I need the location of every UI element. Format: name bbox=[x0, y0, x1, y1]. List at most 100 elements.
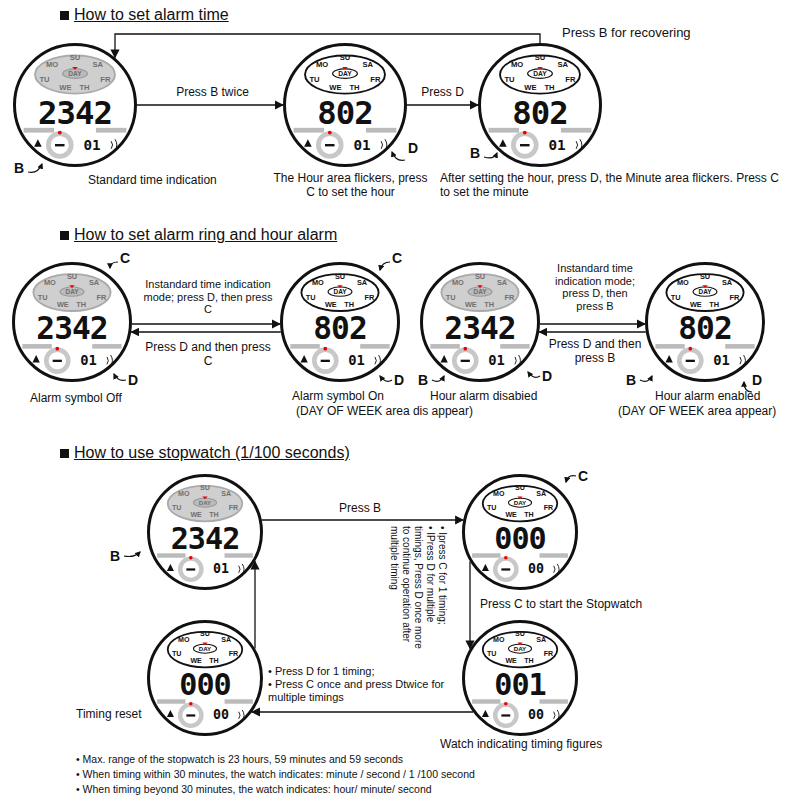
arrow-label: Press D bbox=[410, 86, 475, 100]
day-label: MO bbox=[44, 280, 56, 287]
day-label: SA bbox=[357, 280, 367, 287]
watch-face: MOSUSATUWETHFRDAY234201 bbox=[147, 474, 263, 590]
flow-arrow bbox=[469, 561, 470, 648]
small-digits: 01 bbox=[80, 354, 97, 368]
day-label: TU bbox=[306, 294, 316, 301]
time-digits: 802 bbox=[512, 96, 567, 128]
note-text: • IPress D for multiple timings, Press D… bbox=[388, 526, 436, 658]
day-label: TH bbox=[209, 512, 218, 519]
flow-arrow bbox=[254, 561, 255, 648]
button-letter: C bbox=[392, 250, 402, 266]
small-digits: 01 bbox=[213, 563, 229, 576]
day-label: WE bbox=[505, 658, 516, 665]
watch-face: MOSUSATUWETHFRDAY234201 bbox=[13, 43, 137, 167]
watch-face: MOSUSATUWETHFRDAY00000 bbox=[462, 474, 578, 590]
arrow-label: Instandard time indication mode; press D… bbox=[546, 262, 644, 313]
day-label: TU bbox=[487, 651, 496, 658]
day-label: MO bbox=[493, 637, 504, 644]
day-label: WE bbox=[59, 84, 71, 92]
day-label: FR bbox=[544, 505, 553, 512]
flow-arrow bbox=[131, 331, 281, 332]
bullet-note: • Press D for 1 timing;• Press C once an… bbox=[268, 665, 458, 705]
button-letter: D bbox=[394, 372, 404, 388]
day-label: SA bbox=[536, 637, 546, 644]
watch-face: MOSUSATUWETHFRDAY80201 bbox=[283, 43, 407, 167]
day-label: WE bbox=[505, 512, 516, 519]
watch-face: MOSUSATUWETHFRDAY234201 bbox=[12, 262, 132, 382]
day-label: WE bbox=[524, 84, 536, 92]
day-label: FR bbox=[229, 505, 238, 512]
button-letter: B bbox=[418, 372, 428, 388]
day-label: DAY bbox=[533, 70, 546, 77]
flow-arrow bbox=[539, 331, 646, 332]
section-heading: How to set alarm time bbox=[74, 6, 229, 24]
note-text: • Ipress C for 1 timing; bbox=[436, 526, 448, 658]
day-label: DAY bbox=[334, 288, 347, 294]
day-label: SU bbox=[200, 631, 210, 638]
day-label: SU bbox=[70, 55, 81, 63]
note-text: (DAY OF WEEK area appear) bbox=[618, 405, 776, 419]
watch-face: MOSUSATUWETHFRDAY80201 bbox=[478, 43, 602, 167]
time-digits: 2342 bbox=[444, 314, 515, 345]
day-label: TH bbox=[524, 658, 533, 665]
time-digits: 2342 bbox=[36, 314, 107, 345]
day-label: SU bbox=[515, 485, 525, 492]
day-label: FR bbox=[505, 294, 515, 301]
note-text: Standard time indication bbox=[88, 174, 217, 188]
day-label: TU bbox=[504, 76, 514, 84]
day-label: MO bbox=[178, 491, 189, 498]
watch-face: MOSUSATUWETHFRDAY234201 bbox=[420, 262, 540, 382]
watch-face: MOSUSATUWETHFRDAY00000 bbox=[147, 620, 263, 736]
flow-arrow bbox=[262, 519, 464, 520]
day-label: TH bbox=[544, 84, 554, 92]
day-label: SA bbox=[221, 637, 231, 644]
day-label: DAY bbox=[338, 70, 351, 77]
day-label: TH bbox=[524, 512, 533, 519]
day-label: SA bbox=[89, 280, 99, 287]
note-text: Hour alarm disabied bbox=[430, 390, 537, 404]
day-label: SA bbox=[536, 491, 546, 498]
day-label: MO bbox=[493, 491, 504, 498]
small-digits: 01 bbox=[348, 354, 365, 368]
day-label: SA bbox=[722, 280, 732, 287]
day-label: DAY bbox=[474, 288, 487, 294]
day-label: MO bbox=[452, 280, 464, 287]
arrow-label: Press B for recovering bbox=[560, 26, 693, 41]
day-label: WE bbox=[190, 658, 201, 665]
day-label: TH bbox=[79, 84, 89, 92]
arrow-label: Press D and then press B bbox=[546, 338, 644, 366]
small-digits: 01 bbox=[354, 138, 371, 152]
time-digits: 802 bbox=[678, 314, 731, 345]
button-letter: D bbox=[542, 368, 552, 384]
day-label: FR bbox=[365, 294, 375, 301]
note-text: • When timing within 30 minutes, the wat… bbox=[76, 768, 475, 780]
section-heading: How to use stopwatch (1/100 seconds) bbox=[74, 444, 350, 462]
day-label: WE bbox=[325, 302, 337, 309]
time-digits: 000 bbox=[494, 524, 545, 554]
arrow-label: Instandard time indication mode; press D… bbox=[138, 278, 278, 316]
day-label: SU bbox=[200, 485, 210, 492]
day-label: WE bbox=[190, 512, 201, 519]
day-label: SU bbox=[535, 55, 546, 63]
day-label: SA bbox=[93, 61, 104, 69]
day-label: TH bbox=[76, 302, 86, 309]
note-text: • Press C once and press Dtwice for mult… bbox=[268, 678, 458, 704]
day-label: FR bbox=[544, 651, 553, 658]
day-label: MO bbox=[312, 280, 324, 287]
note-text: • Max. range of the stopwatch is 23 hour… bbox=[76, 753, 403, 765]
day-label: SU bbox=[475, 273, 485, 280]
note-text: • When timing beyond 30 minutes, the wat… bbox=[76, 783, 432, 795]
day-label: TU bbox=[446, 294, 456, 301]
flow-arrow bbox=[407, 104, 478, 105]
day-label: TU bbox=[487, 505, 496, 512]
day-label: SU bbox=[700, 273, 710, 280]
day-label: TH bbox=[209, 658, 218, 665]
button-letter: B bbox=[626, 372, 636, 388]
small-digits: 00 bbox=[528, 563, 544, 576]
day-label: WE bbox=[57, 302, 69, 309]
heading-square bbox=[60, 231, 69, 240]
day-label: DAY bbox=[199, 646, 212, 652]
arrow-label: Press B twice bbox=[150, 86, 275, 100]
day-label: TU bbox=[39, 76, 49, 84]
time-digits: 802 bbox=[317, 96, 372, 128]
